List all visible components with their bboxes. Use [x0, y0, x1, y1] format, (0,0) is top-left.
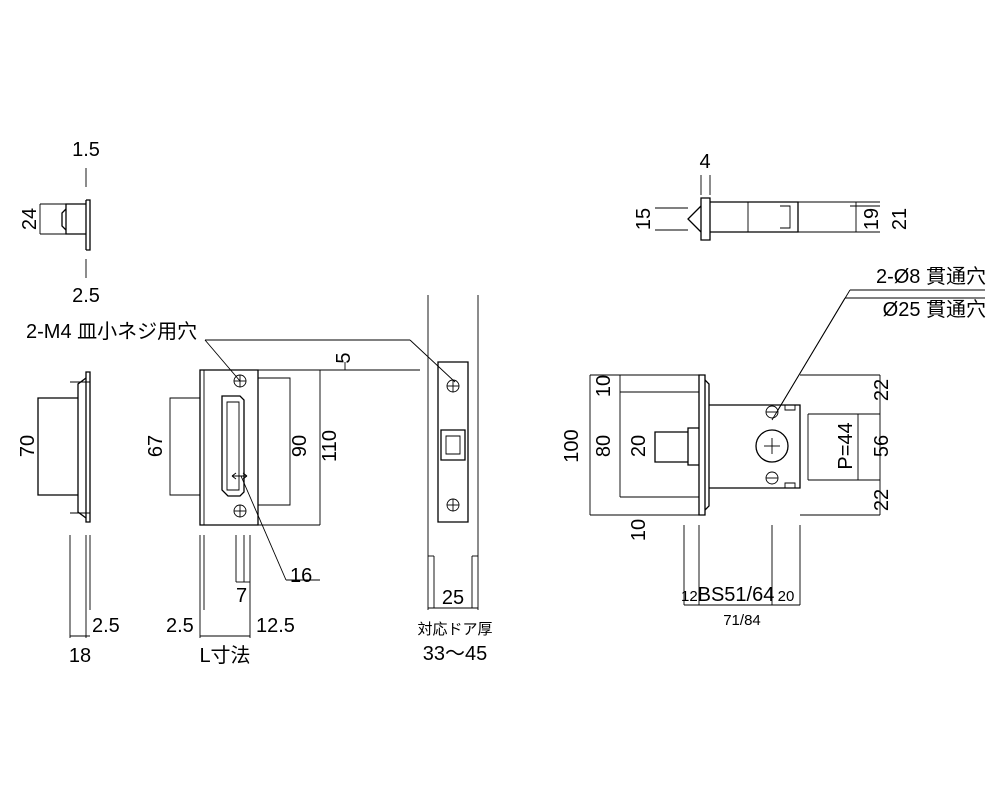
dim-10-top: 10 [593, 375, 615, 397]
lock-body-view: 2-Ø8 貫通穴 Ø25 貫通穴 100 80 10 10 20 22 56 2… [561, 265, 986, 629]
dim-70: 70 [17, 435, 39, 457]
strike-hole-note: 2-M4 皿小ネジ用穴 [26, 320, 197, 343]
dim-56: 56 [871, 435, 893, 457]
dim-22-top: 22 [871, 379, 893, 401]
dim-90: 90 [289, 435, 311, 457]
dim-7: 7 [236, 585, 247, 607]
dim-10-bottom: 10 [628, 519, 650, 541]
dim-67: 67 [145, 435, 167, 457]
door-thickness-range: 33～45 [423, 643, 488, 665]
dim-16: 16 [290, 565, 312, 587]
dim-pitch: P=44 [835, 422, 857, 469]
door-thickness-label: 対応ドア厚 [417, 621, 492, 638]
dim-21: 21 [889, 208, 911, 230]
body-note-holes: 2-Ø8 貫通穴 [876, 265, 986, 288]
dim-100: 100 [561, 429, 583, 462]
dim-24: 24 [19, 208, 41, 230]
dim-20-body: 20 [628, 435, 650, 457]
dim-5: 5 [333, 352, 355, 363]
dim-25-door: 25 [442, 587, 464, 609]
dim-total: 71/84 [723, 612, 761, 629]
dim-15: 15 [633, 208, 655, 230]
door-edge-view: 25 対応ドア厚 33～45 [417, 295, 493, 665]
dim-12: 12 [681, 588, 698, 605]
dim-backset: BS51/64 [698, 584, 775, 606]
dim-l-size: L寸法 [199, 644, 250, 667]
dim-18: 18 [69, 645, 91, 667]
top-right-latch-view: 4 15 19 21 [633, 151, 911, 241]
dim-1-5: 1.5 [72, 139, 100, 161]
dim-80: 80 [593, 435, 615, 457]
dim-2-5-top: 2.5 [72, 285, 100, 307]
dim-4: 4 [699, 151, 710, 173]
dim-2-5-plate: 2.5 [92, 615, 120, 637]
dim-110: 110 [319, 430, 341, 462]
top-left-latch-view: 1.5 24 2.5 [19, 139, 100, 307]
strike-plate-view: 2-M4 皿小ネジ用穴 67 90 110 5 16 7 2.5 12.5 L寸… [26, 320, 456, 667]
body-note-through: Ø25 貫通穴 [883, 298, 986, 321]
dim-2-5-strike: 2.5 [166, 615, 194, 637]
dim-22-bottom: 22 [871, 489, 893, 511]
dim-20-bottom: 20 [778, 588, 795, 605]
dim-12-5: 12.5 [256, 615, 295, 637]
dim-19: 19 [861, 208, 883, 230]
front-plate-view: 70 2.5 18 [17, 371, 120, 667]
